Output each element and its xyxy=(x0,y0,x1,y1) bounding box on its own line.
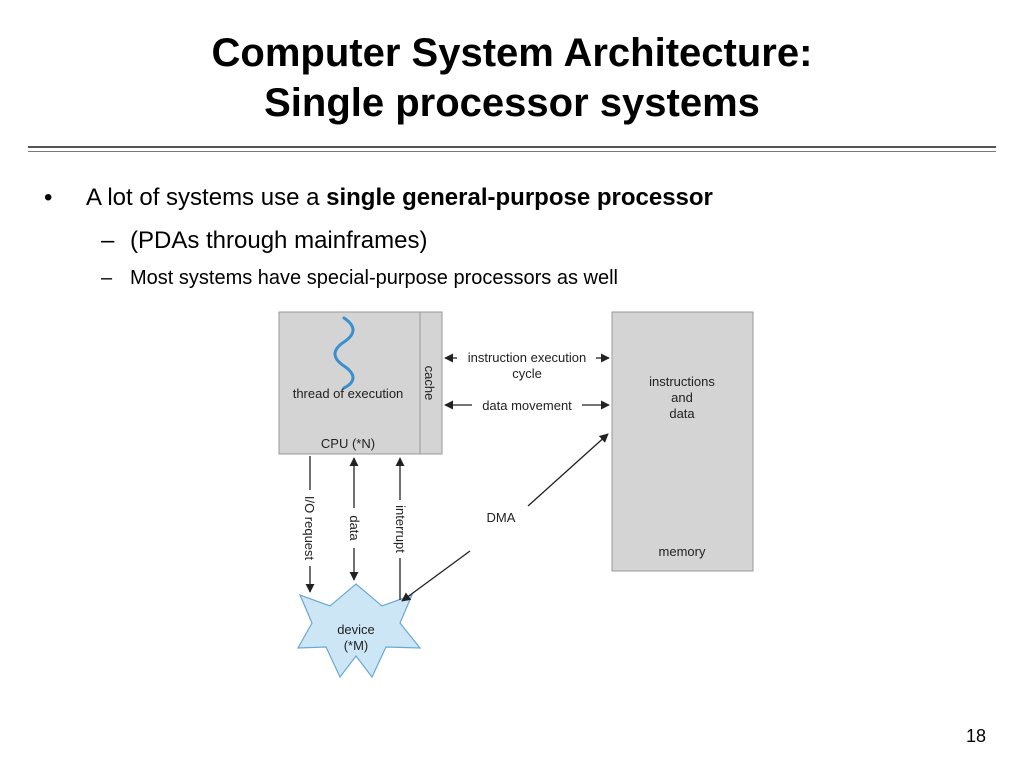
memory-label: memory xyxy=(659,544,706,559)
bullet-marker: • xyxy=(44,184,53,211)
device-label-1: device xyxy=(337,622,375,637)
device-label-2: (*M) xyxy=(344,638,369,653)
title-divider-thin xyxy=(28,151,996,152)
data-label: data xyxy=(347,515,362,541)
bullet-main-text: A lot of systems use a xyxy=(86,184,327,211)
memory-content-line-2: and xyxy=(671,390,693,405)
interrupt-label: interrupt xyxy=(393,505,408,553)
instruction-cycle-label-2: cycle xyxy=(512,366,542,381)
sub-bullet-2: –Most systems have special-purpose proce… xyxy=(101,265,618,291)
device-star xyxy=(296,583,422,679)
memory-content-line-3: data xyxy=(669,406,695,421)
sub-bullet-1-text: (PDAs through mainframes) xyxy=(130,227,428,254)
title-divider xyxy=(28,146,996,148)
instruction-cycle-label-1: instruction execution xyxy=(468,350,587,365)
bullet-main: • A lot of systems use a single general-p… xyxy=(44,183,713,213)
title-line-1: Computer System Architecture: xyxy=(211,31,813,75)
sub-bullet-marker: – xyxy=(101,227,115,254)
cache-label: cache xyxy=(422,366,437,401)
dma-arrow-lower xyxy=(401,550,471,602)
dma-arrow-upper xyxy=(527,433,609,507)
slide-title: Computer System Architecture: Single pro… xyxy=(0,28,1024,128)
thread-wave-icon xyxy=(333,316,355,390)
sub-bullet-2-text: Most systems have special-purpose proces… xyxy=(130,267,618,289)
io-request-label: I/O request xyxy=(302,496,317,561)
bullet-main-bold: single general-purpose processor xyxy=(326,184,713,211)
thread-of-execution-label: thread of execution xyxy=(293,386,404,401)
sub-bullet-1: –(PDAs through mainframes) xyxy=(101,226,427,256)
memory-box xyxy=(611,311,754,572)
cpu-label: CPU (*N) xyxy=(321,436,375,451)
data-movement-label: data movement xyxy=(482,398,572,413)
title-line-2: Single processor systems xyxy=(264,81,760,125)
sub-bullet-marker: – xyxy=(101,267,113,289)
memory-content-line-1: instructions xyxy=(649,374,715,389)
page-number: 18 xyxy=(965,726,986,746)
dma-label: DMA xyxy=(487,510,516,525)
cache-box xyxy=(419,311,443,455)
